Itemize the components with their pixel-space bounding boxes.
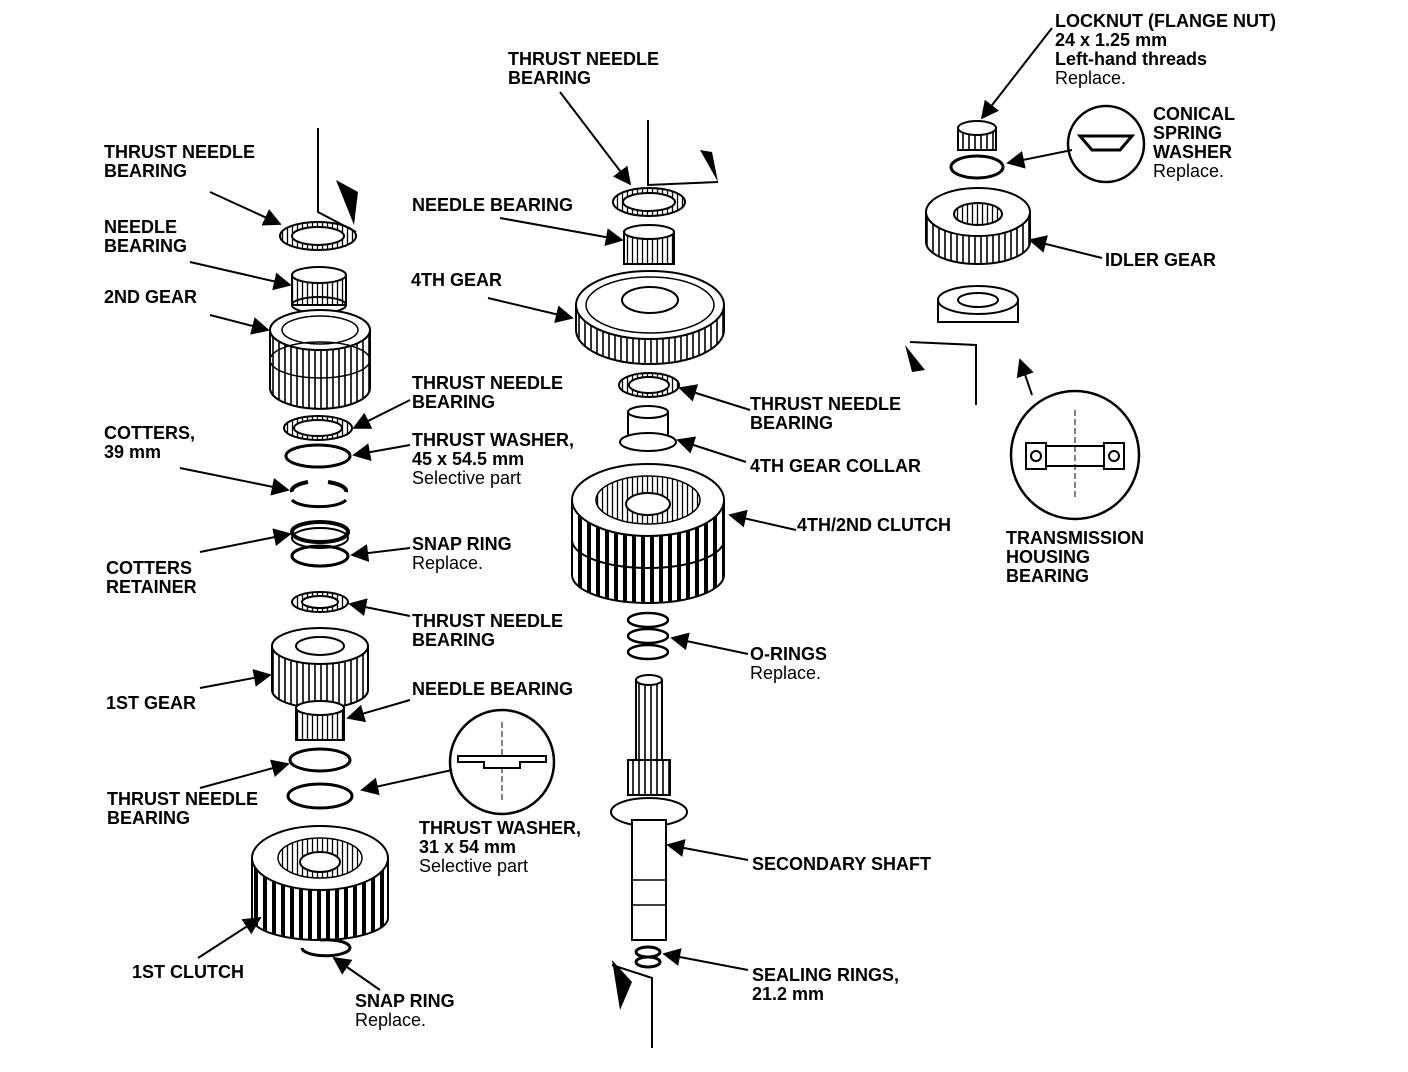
- fourth-gear-part: [575, 270, 725, 365]
- label-first-clutch: 1ST CLUTCH: [132, 962, 244, 982]
- label-needle-bearing-lower: NEEDLE BEARING: [412, 679, 574, 699]
- label-center-thrust-needle-bearing: THRUST NEEDLE BEARING: [750, 394, 902, 433]
- first-gear-part: [271, 627, 369, 709]
- sealing-rings-part: [634, 945, 662, 969]
- label-snap-ring-bottom: SNAP RING Replace.: [355, 991, 455, 1030]
- label-fourth-gear: 4TH GEAR: [411, 270, 503, 290]
- label-needle-bearing-center: NEEDLE BEARING: [412, 195, 574, 215]
- conical-washer-detail: [1066, 104, 1146, 184]
- o-rings-part: [626, 611, 670, 661]
- label-snap-ring-mid: SNAP RING Replace.: [412, 534, 512, 573]
- lower-needle-bearing-part: [295, 700, 345, 741]
- label-cotters-retainer: COTTERS RETAINER: [106, 558, 197, 597]
- cotters-retainer-part: [290, 520, 350, 549]
- label-locknut: LOCKNUT (FLANGE NUT) 24 x 1.25 mm Left-h…: [1055, 11, 1276, 88]
- label-left-thrust-needle-bearing-1: THRUST NEEDLE BEARING: [104, 142, 256, 181]
- idler-gear-part: [925, 187, 1031, 265]
- label-left-thrust-needle-bearing-2: THRUST NEEDLE BEARING: [412, 373, 564, 412]
- label-left-thrust-needle-bearing-3: THRUST NEEDLE BEARING: [412, 611, 564, 650]
- housing-bearing-detail: [1009, 389, 1141, 521]
- snap-ring-mid-part: [290, 544, 350, 568]
- left-needle-bearing-part: [291, 266, 347, 314]
- left-thrust-needle-bearing-part: [279, 221, 357, 251]
- transmission-housing-bearing-part: [937, 285, 1019, 323]
- label-second-gear: 2ND GEAR: [104, 287, 198, 307]
- label-clutch-4-2: 4TH/2ND CLUTCH: [797, 515, 952, 535]
- thrust-washer-45-part: [284, 443, 352, 469]
- label-thrust-washer-31: THRUST WASHER, 31 x 54 mm Selective part: [419, 818, 581, 876]
- locknut-part: [957, 120, 997, 151]
- label-thrust-needle-bearing-top: THRUST NEEDLE BEARING: [508, 49, 660, 88]
- label-o-rings: O-RINGS Replace.: [750, 644, 828, 683]
- label-fourth-gear-collar: 4TH GEAR COLLAR: [750, 456, 921, 476]
- label-first-gear: 1ST GEAR: [106, 693, 197, 713]
- center-needle-bearing-part: [623, 224, 675, 265]
- assembly-axis-arrows: [336, 150, 925, 1010]
- secondary-shaft-part: [610, 674, 688, 941]
- conical-spring-washer-part: [949, 154, 1005, 180]
- second-gear-part: [269, 309, 371, 410]
- label-transmission-housing-bearing: TRANSMISSION HOUSING BEARING: [1006, 528, 1145, 586]
- label-thrust-washer-45: THRUST WASHER, 45 x 54.5 mm Selective pa…: [412, 430, 574, 488]
- label-sealing-rings: SEALING RINGS, 21.2 mm: [752, 965, 900, 1004]
- label-left-needle-bearing: NEEDLE BEARING: [104, 217, 188, 256]
- label-secondary-shaft: SECONDARY SHAFT: [752, 854, 932, 874]
- center-thrust-needle-bearing-part: [612, 187, 686, 217]
- fourth-gear-collar-part: [619, 405, 677, 452]
- left-thrust-needle-bearing-4-part: [288, 747, 352, 773]
- label-conical-spring-washer: CONICAL SPRING WASHER Replace.: [1153, 104, 1235, 181]
- left-thrust-needle-bearing-3-part: [291, 591, 349, 613]
- label-left-thrust-needle-bearing-4: THRUST NEEDLE BEARING: [107, 789, 259, 828]
- first-clutch-part: [251, 825, 389, 941]
- bottom-snap-ring-part: [300, 938, 352, 958]
- left-thrust-needle-bearing-2-part: [283, 415, 353, 441]
- thrust-washer-detail: [448, 708, 556, 816]
- center-thrust-needle-bearing-2-part: [618, 372, 680, 398]
- clutch-4-2-part: [571, 463, 725, 604]
- label-cotters: COTTERS, 39 mm: [104, 423, 196, 462]
- label-idler-gear: IDLER GEAR: [1105, 250, 1217, 270]
- thrust-washer-31-part: [286, 782, 354, 810]
- cotters-part: [289, 480, 349, 509]
- leader-lines: [179, 27, 1103, 991]
